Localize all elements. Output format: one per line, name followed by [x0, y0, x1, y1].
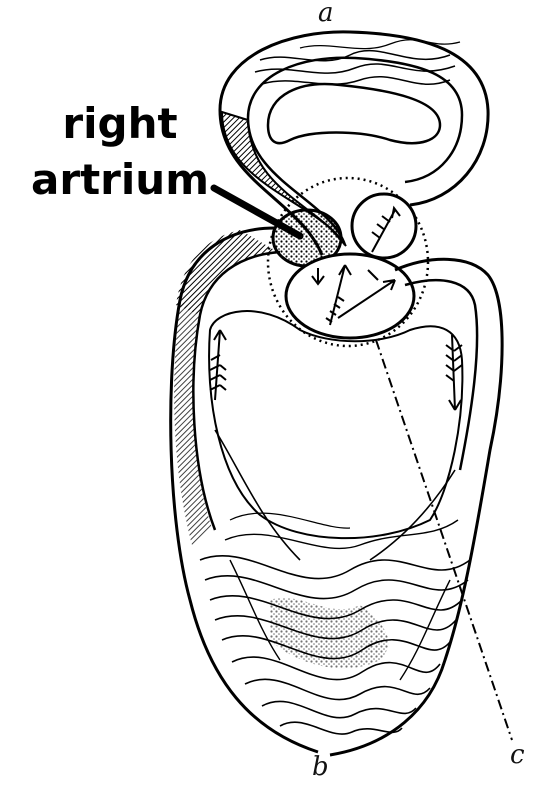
- label-b: b: [312, 752, 329, 782]
- label-c: c: [510, 740, 525, 770]
- right-atrium-callout: right artrium: [20, 96, 220, 208]
- left-atrium-chamber: [352, 194, 416, 258]
- flow-arrows: [210, 330, 462, 410]
- callout-line-1: right: [20, 96, 220, 152]
- label-a: a: [318, 0, 334, 28]
- callout-line-2: artrium: [20, 152, 220, 208]
- ventricle-chamber: [286, 254, 414, 338]
